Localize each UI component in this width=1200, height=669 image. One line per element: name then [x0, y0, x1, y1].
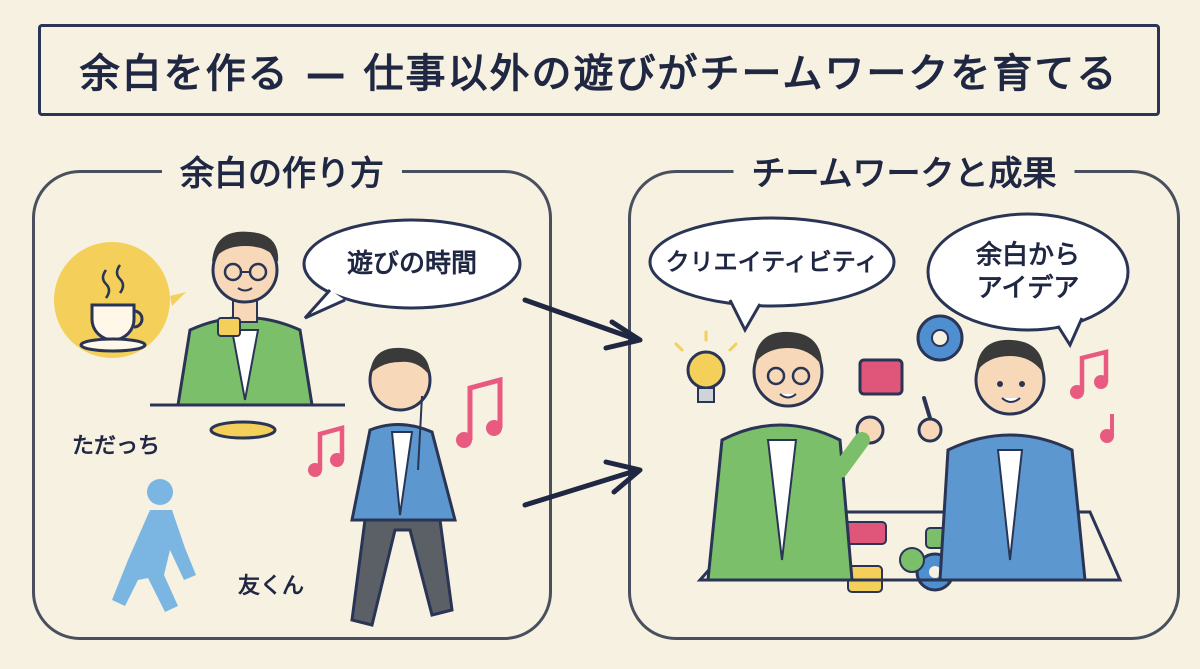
play-time-bubble-text: 遊びの時間	[346, 248, 478, 279]
idea-bubble-line1: 余白から	[975, 240, 1081, 271]
seated-man-figure	[150, 231, 345, 440]
page-title: 余白を作る — 仕事以外の遊びがチームワークを育てる	[79, 51, 1119, 97]
idea-bubble-text: 余白から アイデア	[976, 240, 1080, 305]
blue-jacket-man-figure	[917, 339, 1087, 582]
arrow-right-icon	[522, 297, 643, 508]
music-note-icon	[1070, 349, 1114, 443]
light-bulb-icon	[674, 330, 738, 403]
title-box: 余白を作る — 仕事以外の遊びがチームワークを育てる	[38, 24, 1160, 116]
name-label-tomokun: 友くん	[238, 574, 305, 599]
speech-bubble-creativity	[648, 216, 896, 334]
idea-bubble-line2: アイデア	[976, 273, 1080, 303]
speech-bubble-play-time	[302, 218, 522, 320]
music-note-icon	[308, 376, 503, 477]
name-label-tadacchi: ただっち	[72, 434, 161, 459]
creativity-bubble-text: クリエイティビティ	[665, 248, 879, 276]
walking-man-figure	[350, 347, 457, 627]
walking-person-icon	[112, 479, 196, 612]
coffee-cup-icon	[54, 242, 186, 358]
speech-bubble-idea	[926, 212, 1130, 349]
green-jacket-man-figure	[706, 331, 885, 582]
right-panel-title: チームワークと成果	[733, 146, 1075, 195]
left-panel-title: 余白の作り方	[162, 146, 402, 195]
